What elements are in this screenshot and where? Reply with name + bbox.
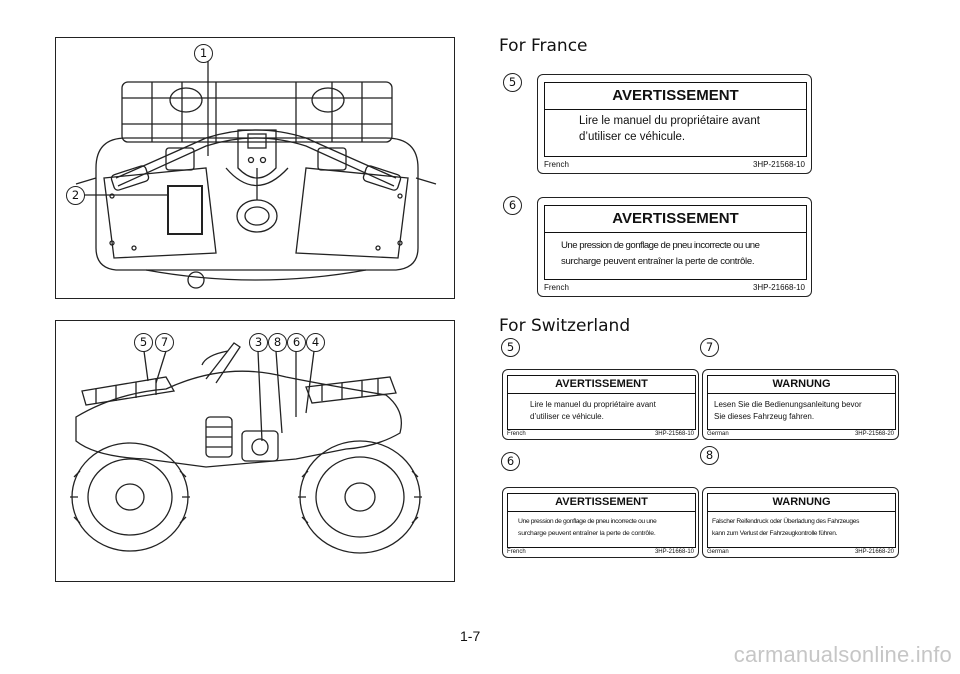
figure-side-view: 5 7 3 8 6 4 [55,320,455,582]
page-number: 1-7 [460,628,481,644]
switzerland-warning-label-7: WARNUNG Lesen Sie die Bedienungsanleitun… [702,369,899,440]
france-label-number-5: 5 [503,73,522,92]
callout-1: 1 [194,44,213,63]
switzerland-label-number-6: 6 [501,452,520,471]
callout-5: 5 [134,333,153,352]
callout-6: 6 [287,333,306,352]
switzerland-warning-label-6: AVERTISSEMENT Une pression de gonflage d… [502,487,699,558]
callout-3: 3 [249,333,268,352]
france-heading: For France [499,36,588,56]
atv-side-illustration [70,342,422,554]
switzerland-warning-label-8: WARNUNG Falscher Reifendruck oder Überla… [702,487,899,558]
callout-2: 2 [66,186,85,205]
watermark: carmanualsonline.info [733,642,952,667]
switzerland-heading: For Switzerland [499,316,631,336]
callout-7: 7 [155,333,174,352]
atv-top-illustration [75,58,437,289]
figure-top-view: 1 2 [55,37,455,299]
switzerland-label-number-8: 8 [700,446,719,465]
switzerland-warning-label-5: AVERTISSEMENT Lire le manuel du propriét… [502,369,699,440]
switzerland-label-number-5: 5 [501,338,520,357]
france-warning-label-6: AVERTISSEMENT Une pression de gonflage d… [537,197,812,297]
callout-4: 4 [306,333,325,352]
france-warning-label-5: AVERTISSEMENT Lire le manuel du propriét… [537,74,812,174]
callout-8: 8 [268,333,287,352]
france-label-number-6: 6 [503,196,522,215]
switzerland-label-number-7: 7 [700,338,719,357]
